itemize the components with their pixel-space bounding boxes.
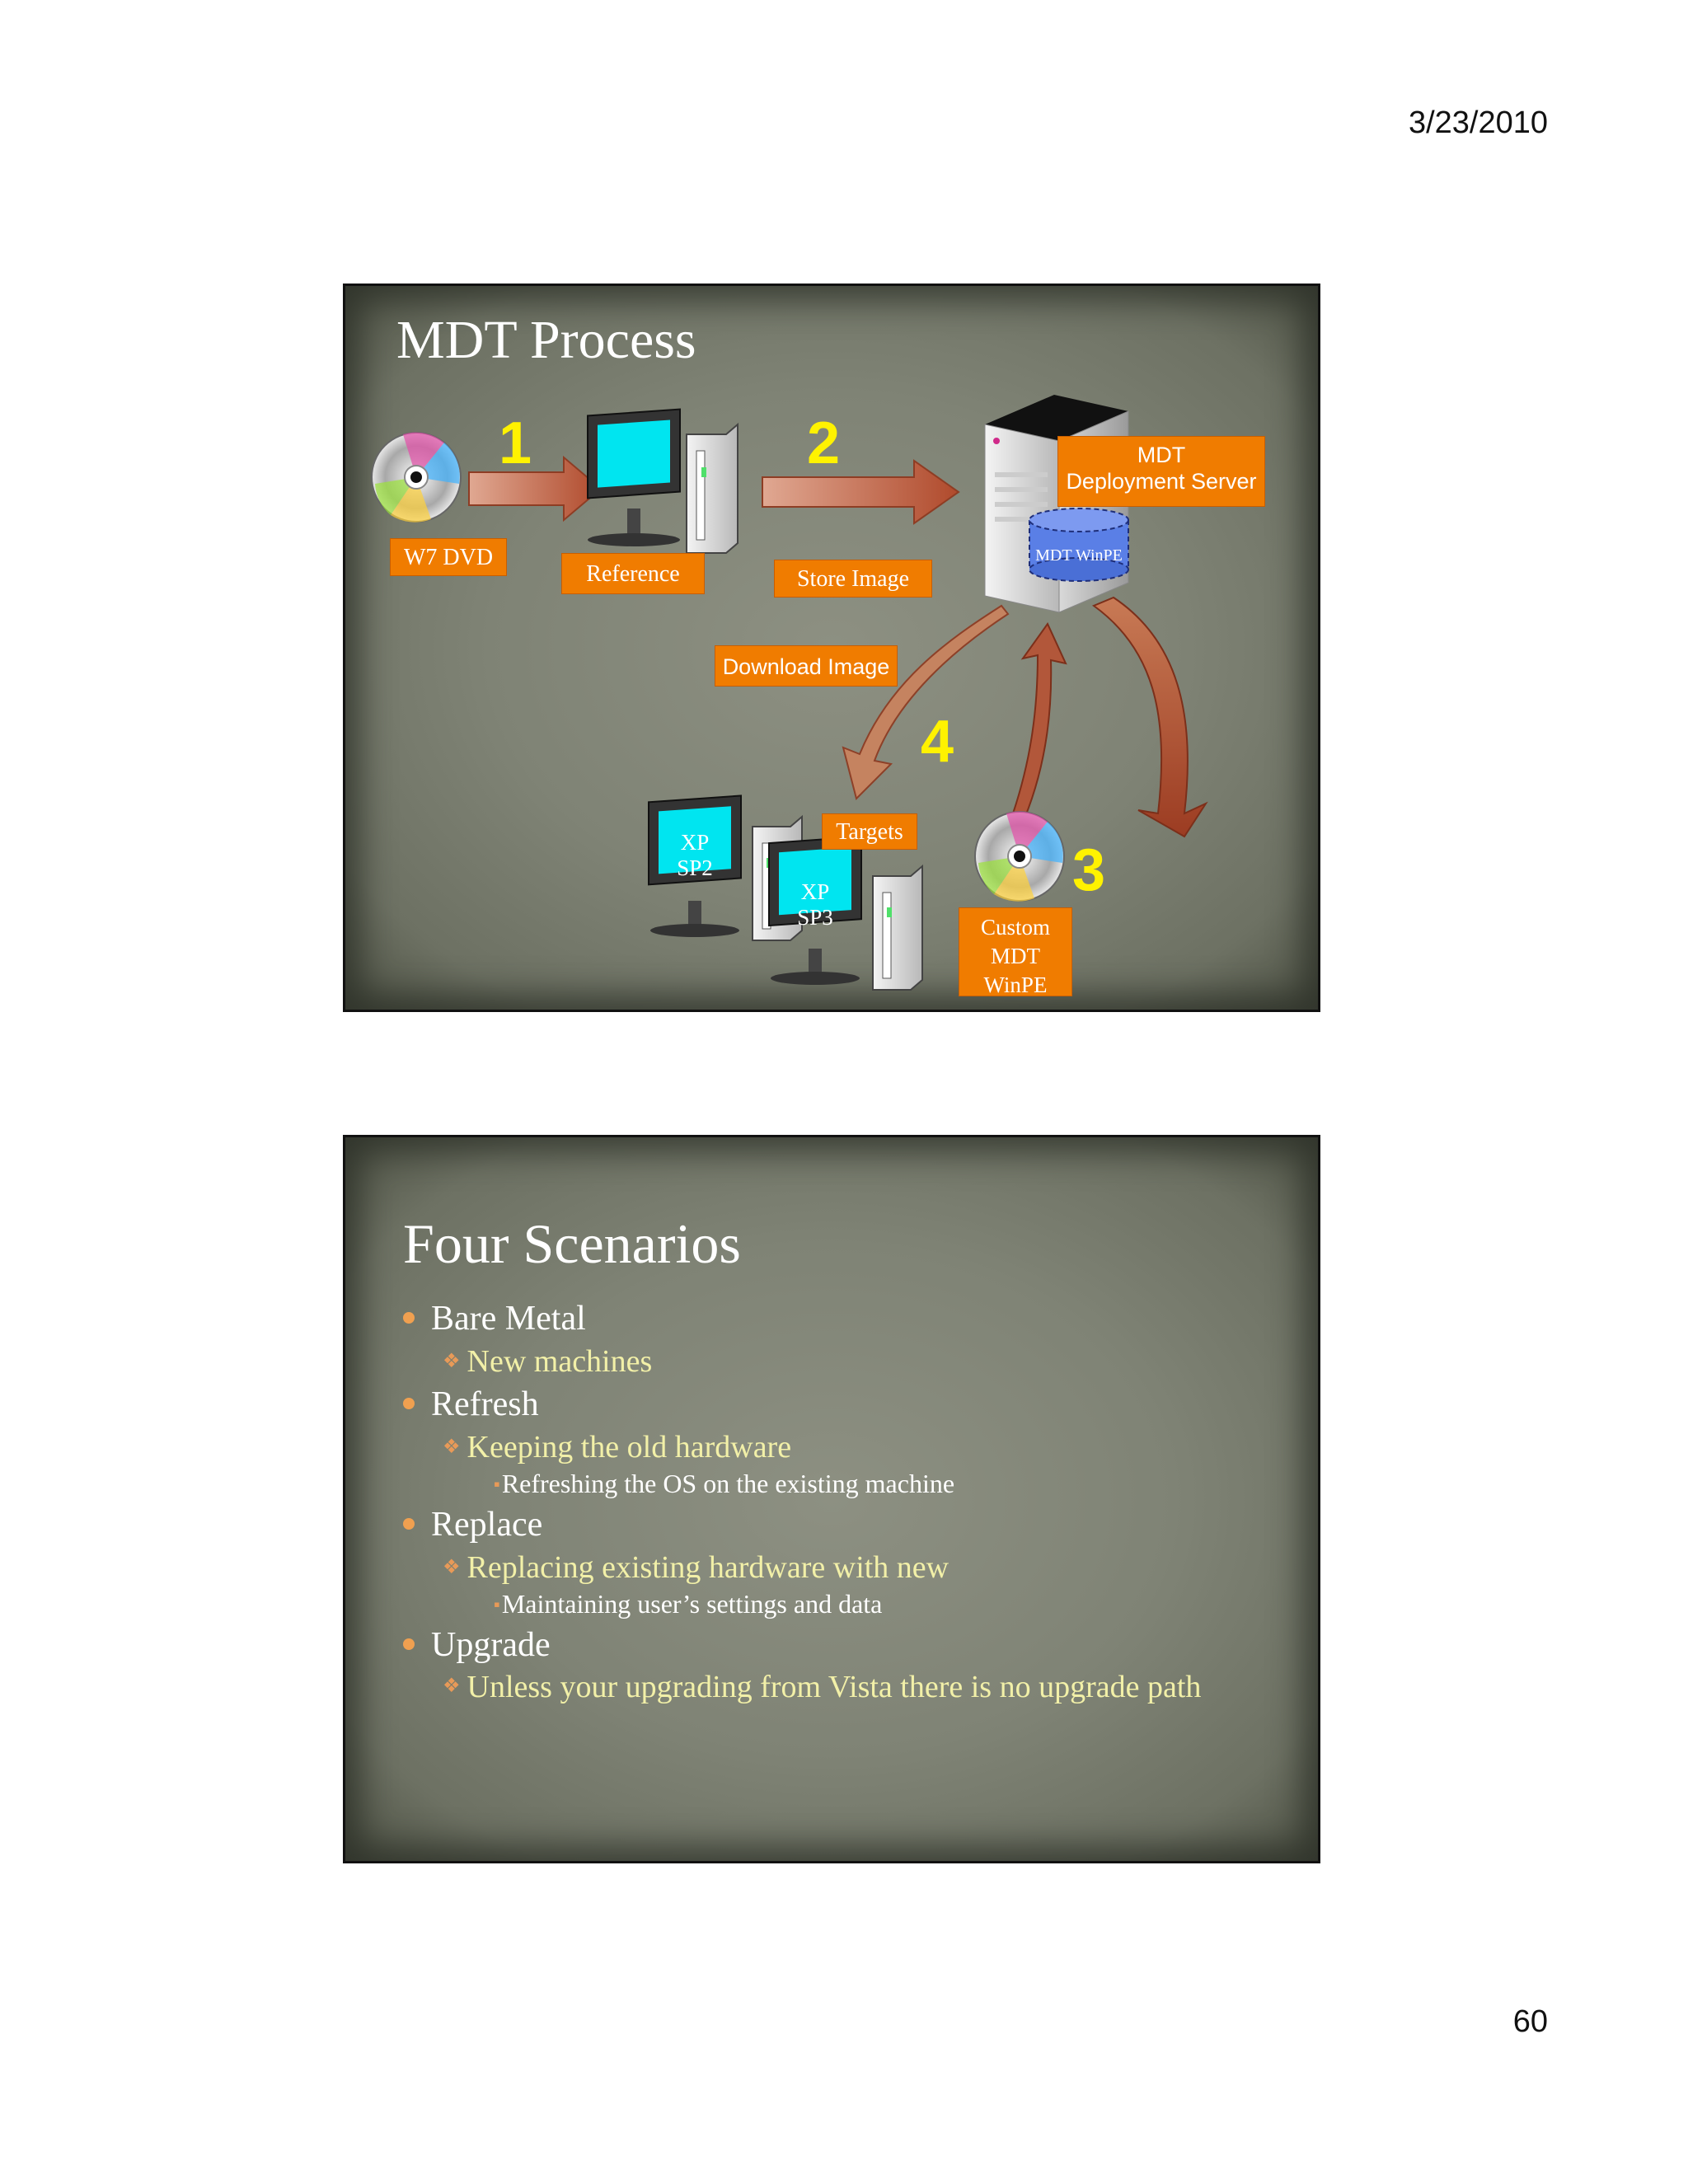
process-diagram [371,395,1208,991]
arrow-1 [468,455,603,523]
diamond-bullet-icon: ❖ [443,1350,461,1372]
bullet-dot-icon [403,1312,415,1324]
label-custom-mdt-winpe: Custom MDT WinPE [959,907,1072,997]
sub-bullet-keeping-old-hardware: ❖ Keeping the old hardware [443,1429,791,1465]
detail-refreshing-os: ▪Refreshing the OS on the existing machi… [494,1469,954,1499]
sub-bullet-label: Replacing existing hardware with new [467,1550,950,1585]
bullet-dot-icon [403,1398,415,1410]
sub-bullet-label: New machines [467,1344,653,1379]
custom-line2: MDT [991,944,1040,969]
step-number-1: 1 [499,410,532,476]
database-icon [1029,508,1129,582]
custom-line3: WinPE [983,972,1048,998]
detail-maintaining-settings: ▪Maintaining user’s settings and data [494,1589,882,1619]
xp-sp2-line1: XP [680,830,710,855]
bullet-refresh: Refresh [403,1385,539,1424]
bullet-label: Upgrade [431,1626,551,1664]
screen-text-xp-sp3: XP SP3 [779,879,851,930]
small-bullet-icon: ▪ [494,1473,500,1494]
sub-bullet-replacing-hardware: ❖ Replacing existing hardware with new [443,1549,949,1586]
label-mdt-line2: Deployment Server [1066,469,1257,494]
arrow-4-download [842,604,1010,800]
bullet-label: Refresh [431,1385,539,1423]
reference-computer-icon [587,408,738,554]
target-computer-xp-sp3 [768,836,923,991]
step-number-2: 2 [807,410,841,476]
label-targets: Targets [822,813,917,850]
label-mdt-deployment-server: MDT Deployment Server [1057,436,1265,507]
sub-bullet-label: Unless your upgrading from Vista there i… [467,1670,1202,1704]
step-number-4: 4 [921,709,954,775]
slide-mdt-process: MDT Process [343,284,1320,1012]
small-bullet-icon: ▪ [494,1593,500,1615]
label-mdt-line1: MDT [1137,443,1186,467]
screen-text-xp-sp2: XP SP2 [659,830,731,881]
dvd-icon [371,432,462,523]
slide-four-scenarios: Four Scenarios Bare Metal ❖New machines … [343,1135,1320,1863]
label-download-image: Download Image [715,645,898,687]
page-date: 3/23/2010 [1408,105,1548,140]
sub-bullet-no-upgrade-path: ❖ Unless your upgrading from Vista there … [443,1670,1242,1705]
page-number: 60 [1512,2004,1548,2039]
bullet-replace: Replace [403,1505,542,1544]
bullet-dot-icon [403,1518,415,1530]
sub-bullet-label: Keeping the old hardware [467,1430,792,1465]
slide-title: MDT Process [396,310,696,370]
diamond-bullet-icon: ❖ [443,1436,461,1458]
slide-title: Four Scenarios [403,1212,741,1275]
bullet-bare-metal: Bare Metal [403,1299,586,1338]
arrow-3-down [1091,596,1208,838]
arrow-3-up [1011,622,1067,820]
sub-bullet-new-machines: ❖ New machines [443,1343,652,1380]
detail-label: Maintaining user’s settings and data [501,1589,883,1619]
bullet-label: Replace [431,1506,543,1544]
diamond-bullet-icon: ❖ [443,1556,461,1578]
xp-sp2-line2: SP2 [677,855,713,881]
custom-line1: Custom [980,915,1051,940]
label-mdt-winpe: MDT WinPE [1035,546,1123,565]
step-number-3: 3 [1072,837,1106,903]
bullet-label: Bare Metal [431,1300,586,1338]
label-w7-dvd: W7 DVD [390,538,507,576]
detail-label: Refreshing the OS on the existing machin… [501,1469,955,1498]
xp-sp3-line2: SP3 [797,905,833,930]
label-reference: Reference [561,553,705,594]
bullet-dot-icon [403,1638,415,1651]
bullet-upgrade: Upgrade [403,1625,551,1665]
diamond-bullet-icon: ❖ [443,1675,461,1697]
xp-sp3-line1: XP [800,879,830,904]
label-store-image: Store Image [774,560,932,598]
custom-disc-icon [974,811,1065,902]
arrow-2 [762,459,960,525]
